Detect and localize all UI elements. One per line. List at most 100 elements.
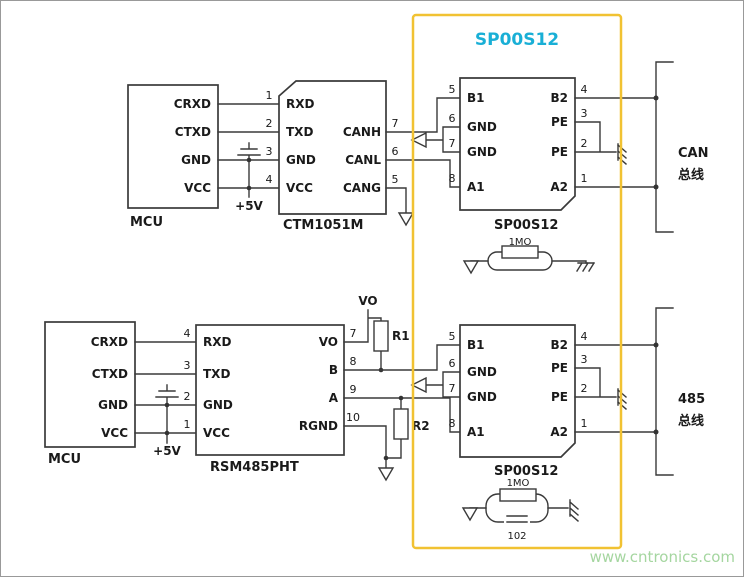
pin-number: 5 [392,173,399,186]
pin-number: 7 [350,327,357,340]
rs485-prot-to-bus-wires [574,344,657,433]
chassis-ground-icon [569,499,579,522]
pin-label: RGND [299,419,338,433]
can-prot-gnd-wires [425,126,461,153]
pin-number: 8 [449,417,456,430]
pin-label: VO [319,335,338,349]
pin-number: 2 [581,382,588,395]
resistor-label: R1 [392,329,410,343]
pin-number: 4 [581,83,588,96]
rs485-vo-net-wires [343,309,382,371]
resistor-label: R2 [412,419,430,433]
pin-number: 9 [350,383,357,396]
can-mcu-to-xcvr-wires [217,103,280,189]
pin-label: GND [203,398,233,412]
pin-number: 8 [449,172,456,185]
pin-label: A1 [467,425,485,439]
supply-label: +5V [153,444,181,458]
junction-dot [164,430,170,436]
pin-number: 2 [184,390,191,403]
pin-number: 3 [266,145,273,158]
junction-dot [653,342,659,348]
bus-label: 总线 [678,167,704,183]
pin-label: GND [467,120,497,134]
pin-label: B1 [467,338,485,352]
pin-label: CRXD [91,335,128,349]
resistor-icon [501,245,539,259]
pin-number: 5 [449,83,456,96]
pin-label: VCC [184,181,211,195]
pin-label: PE [551,361,568,375]
resistor-label: 1MO [509,237,532,248]
pin-label: CANG [343,181,381,195]
chassis-ground-icon [576,262,595,272]
pin-label: TXD [286,125,313,139]
pin-label: GND [181,153,211,167]
rs485-prot-box [459,324,576,458]
resistor-icon [499,488,537,502]
pin-number: 1 [581,172,588,185]
component-name: SP00S12 [494,218,558,233]
pin-label: GND [286,153,316,167]
pin-label: CTXD [92,367,128,381]
pin-label: CRXD [174,97,211,111]
signal-ground-icon [377,467,395,482]
pin-label: B2 [551,338,569,352]
junction-dot [653,95,659,101]
pin-label: PE [551,145,568,159]
pin-label: A2 [550,180,568,194]
pin-label: VCC [203,426,230,440]
pin-label: B1 [467,91,485,105]
component-name: MCU [48,452,81,467]
can-bus-line [655,61,674,233]
pin-number: 2 [266,117,273,130]
pin-number: 6 [449,357,456,370]
pin-number: 7 [449,137,456,150]
pin-label: CTXD [175,125,211,139]
pin-label: GND [467,145,497,159]
component-name: RSM485PHT [210,460,299,475]
component-name: MCU [130,215,163,230]
resistor-label: 1MO [507,478,530,489]
capacitor-label: 102 [507,531,526,542]
rs485-prot-gnd-wires [425,371,461,398]
signal-ground-icon [462,260,480,275]
supply-label: +5V [235,199,263,213]
pin-label: TXD [203,367,230,381]
bus-label: CAN [678,146,708,161]
can-prot-to-bus-wires [574,97,657,188]
pin-label: CANL [345,153,381,167]
component-name: CTM1051M [283,218,363,233]
signal-ground-icon [461,507,479,522]
pin-label: A [329,391,339,405]
junction-dot [164,402,170,408]
arrow-left-icon [410,131,427,149]
pin-label: CANH [343,125,381,139]
pin-number: 7 [392,117,399,130]
rs485-circuit: CRXD CTXD GND VCC MCU +5V 4 3 2 1 RXD TX… [44,294,705,542]
capacitor-mask [504,514,530,526]
arrow-left-icon [410,376,427,394]
can-xcvr-box [278,80,387,215]
rs485-decoupling-capacitor-icon [155,384,179,444]
pin-number: 8 [350,355,357,368]
rs485-bleed-network: 1MO 102 [461,478,579,542]
pin-number: 4 [581,330,588,343]
signal-ground-icon [397,212,415,227]
highlight-box [411,13,623,550]
net-label: VO [358,294,377,308]
pin-label: A1 [467,180,485,194]
junction-dot [653,184,659,190]
junction-dot [398,395,404,401]
junction-dot [383,455,389,461]
can-prot-box [459,77,576,211]
watermark: www.cntronics.com [590,548,735,566]
pin-label: B2 [551,91,569,105]
pin-number: 6 [392,145,399,158]
pin-label: A2 [550,425,568,439]
pin-number: 10 [346,411,360,424]
pin-label: RXD [203,335,231,349]
capacitor-icon [506,515,528,523]
